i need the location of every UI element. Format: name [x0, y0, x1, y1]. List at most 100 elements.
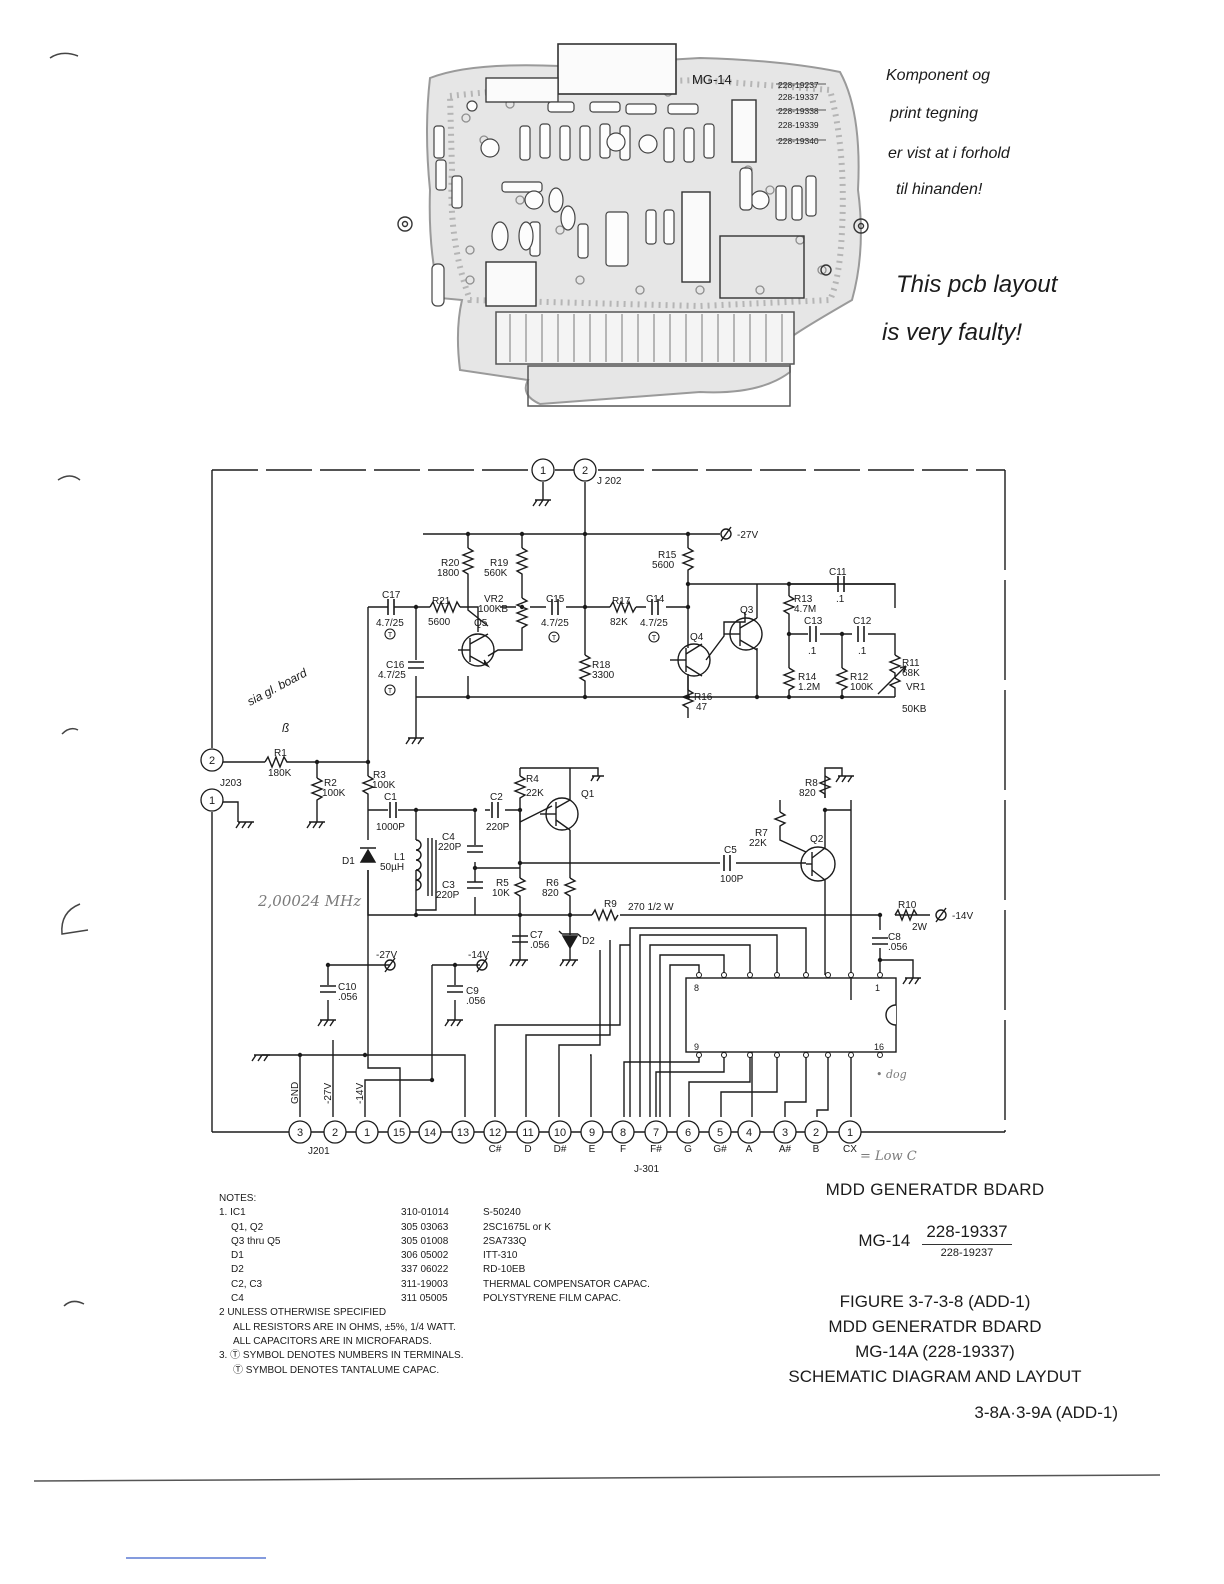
svg-text:C7: C7 [530, 930, 543, 941]
svg-text:R10: R10 [898, 900, 917, 911]
svg-text:1.2M: 1.2M [798, 682, 820, 693]
rail-27v-top: -27V [737, 530, 758, 541]
transistor-symbols [458, 617, 836, 882]
resistor-symbols [264, 547, 918, 922]
svg-text:G#: G# [713, 1144, 727, 1155]
svg-text:.056: .056 [338, 992, 358, 1003]
svg-text:10: 10 [554, 1127, 566, 1139]
svg-text:180K: 180K [268, 768, 292, 779]
svg-text:3: 3 [297, 1127, 303, 1139]
ic1-pin1: 1 [875, 983, 880, 993]
pcb-layout: MG-14 228-19237 228-19337 228-19338 228-… [397, 43, 869, 407]
svg-text:2: 2 [332, 1127, 338, 1139]
figure-line-2: MDD GENERATDR BDARD [828, 1317, 1042, 1336]
c10-symbol [320, 985, 336, 993]
svg-text:T: T [388, 688, 393, 695]
r21-symbol [429, 600, 461, 614]
svg-text:7: 7 [653, 1127, 659, 1139]
svg-text:C5: C5 [724, 845, 737, 856]
svg-text:12: 12 [489, 1127, 501, 1139]
note-3b: Ⓣ SYMBOL DENOTES TANTALUME CAPAC. [233, 1364, 440, 1376]
svg-text:-27V: -27V [323, 1083, 334, 1104]
title-block: MDD GENERATDR BDARD MG-14 228-19337 228-… [740, 1180, 1130, 1423]
svg-text:.1: .1 [858, 646, 867, 657]
svg-text:L1: L1 [394, 852, 406, 863]
ground-symbols [235, 499, 921, 1062]
svg-text:C1: C1 [384, 792, 397, 803]
svg-text:228-19339: 228-19339 [778, 120, 819, 130]
svg-text:C#: C# [489, 1144, 502, 1155]
svg-text:228-19337: 228-19337 [778, 92, 819, 102]
d1-symbol [359, 847, 377, 863]
svg-text:47: 47 [696, 702, 708, 713]
svg-text:270 1/2 W: 270 1/2 W [628, 902, 674, 913]
figure-line-1: FIGURE 3-7-3-8 (ADD-1) [839, 1292, 1031, 1311]
svg-text:R15: R15 [658, 550, 677, 561]
svg-text:228-19338: 228-19338 [778, 106, 819, 116]
rail-14v-mid: -14V [468, 950, 489, 961]
pcb-top-connector [557, 43, 677, 95]
svg-text:2: 2 [813, 1127, 819, 1139]
svg-text:228-19237: 228-19237 [778, 80, 819, 90]
svg-text:D1: D1 [342, 856, 355, 867]
svg-text:R13: R13 [794, 594, 813, 605]
svg-text:R12: R12 [850, 672, 869, 683]
svg-text:3: 3 [782, 1127, 788, 1139]
pcb-board-label: MG-14 [692, 72, 732, 87]
svg-text:100P: 100P [720, 874, 744, 885]
pcb-mounting-holes [397, 216, 869, 276]
svg-text:T: T [652, 635, 657, 642]
svg-text:T: T [552, 635, 557, 642]
pcb-edge-connector [495, 311, 795, 365]
svg-text:A#: A# [779, 1144, 792, 1155]
diode-symbols [359, 847, 582, 950]
svg-text:C4: C4 [442, 832, 455, 843]
svg-text:C2: C2 [490, 792, 503, 803]
svg-text:560K: 560K [484, 568, 508, 579]
svg-text:R3: R3 [373, 770, 386, 781]
svg-text:E: E [589, 1144, 596, 1155]
svg-text:100K: 100K [372, 780, 396, 791]
model-name: MG-14 [858, 1230, 911, 1250]
page-reference: 3-8A·3-9A (ADD-1) [974, 1403, 1118, 1422]
rail-27v-mid: -27V [376, 950, 397, 961]
svg-text:100KB: 100KB [478, 604, 508, 615]
svg-text:VR1: VR1 [906, 682, 926, 693]
svg-text:100K: 100K [850, 682, 874, 693]
c13-symbol [809, 626, 817, 642]
c9-symbol [447, 985, 463, 993]
svg-text:T: T [388, 632, 393, 639]
r7-symbol [773, 811, 787, 830]
svg-text:1: 1 [364, 1127, 370, 1139]
c12-symbol [857, 626, 865, 642]
svg-text:22K: 22K [749, 838, 767, 849]
part-number-alt: 228-19237 [940, 1247, 994, 1259]
svg-text:1000P: 1000P [376, 822, 405, 833]
c5-symbol [723, 855, 731, 871]
svg-text:4.7/25: 4.7/25 [541, 618, 569, 629]
r10-symbol [894, 908, 918, 922]
power-terminal-labels: GND -27V -14V [290, 1082, 366, 1104]
svg-text:4.7/25: 4.7/25 [378, 670, 406, 681]
svg-text:13: 13 [457, 1127, 469, 1139]
svg-text:14: 14 [424, 1127, 436, 1139]
part-number-main: 228-19337 [922, 1222, 1012, 1245]
svg-text:.1: .1 [808, 646, 817, 657]
svg-text:C13: C13 [804, 616, 823, 627]
svg-text:.1: .1 [836, 594, 845, 605]
svg-text:220P: 220P [436, 890, 460, 901]
r1-symbol [264, 755, 290, 769]
q1-symbol [540, 797, 579, 831]
svg-text:22K: 22K [526, 788, 544, 799]
tantalum-markers [384, 628, 660, 696]
svg-text:4.7/25: 4.7/25 [640, 618, 668, 629]
svg-text:2: 2 [582, 465, 588, 477]
svg-text:R1: R1 [274, 748, 287, 759]
svg-text:R8: R8 [805, 778, 818, 789]
svg-text:R16: R16 [694, 692, 713, 703]
svg-text:820: 820 [542, 888, 559, 899]
svg-text:VR2: VR2 [484, 594, 504, 605]
